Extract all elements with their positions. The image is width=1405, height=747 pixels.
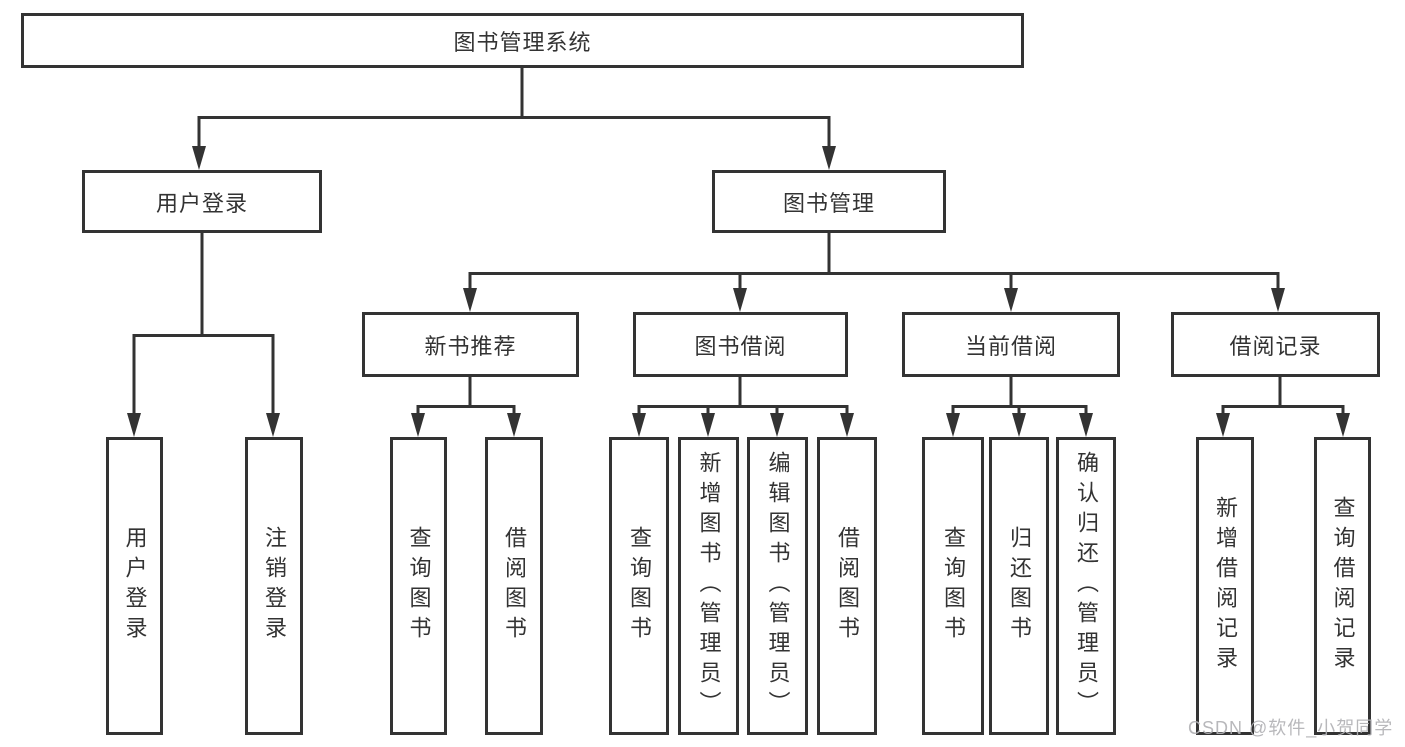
leaf-label: 借阅图书 [835,526,860,646]
connector-group-book-borrow [632,377,854,437]
leaf-label: 确认归还（管理员） [1074,451,1099,721]
leaf-return-books: 归还图书 [989,437,1049,735]
leaf-query-books-current: 查询图书 [922,437,984,735]
leaf-label: 新增图书（管理员） [696,451,722,721]
node-label: 用户登录 [155,190,248,216]
leaf-label: 查询借阅记录 [1330,496,1356,676]
node-user-login: 用户登录 [82,170,322,233]
node-label: 图书管理 [782,190,875,216]
connector-group-new-book [411,377,521,437]
node-label: 图书管理系统 [453,29,592,55]
node-current-borrow: 当前借阅 [902,312,1120,377]
leaf-logout: 注销登录 [245,437,303,735]
leaf-query-borrow-record: 查询借阅记录 [1314,437,1371,735]
leaf-edit-books-admin: 编辑图书（管理员） [747,437,808,735]
connector-user-login-children [127,233,280,437]
leaf-user-login: 用户登录 [106,437,163,735]
leaf-borrow-books-recommend: 借阅图书 [485,437,543,735]
node-new-book-recommend: 新书推荐 [362,312,579,377]
node-root-library-system: 图书管理系统 [21,13,1024,68]
leaf-label: 注销登录 [262,526,287,646]
leaf-borrow-books: 借阅图书 [817,437,877,735]
leaf-query-books-recommend: 查询图书 [390,437,447,735]
connector-root-to-level2 [192,68,836,170]
csdn-watermark: CSDN @软件_小贺同学 [1188,718,1394,738]
leaf-confirm-return-admin: 确认归还（管理员） [1056,437,1116,735]
node-borrow-records: 借阅记录 [1171,312,1380,377]
leaf-label: 查询图书 [941,526,966,646]
leaf-label: 查询图书 [627,526,652,646]
leaf-label: 查询图书 [406,526,432,646]
leaf-add-books-admin: 新增图书（管理员） [678,437,739,735]
node-label: 借阅记录 [1229,333,1322,359]
leaf-label: 用户登录 [122,526,148,646]
leaf-label: 编辑图书（管理员） [765,451,791,721]
node-label: 图书借阅 [694,333,787,359]
leaf-add-borrow-record: 新增借阅记录 [1196,437,1254,735]
leaf-query-books-borrow: 查询图书 [609,437,669,735]
connector-group-current-borrow [946,377,1093,437]
connector-book-management-groups [463,233,1285,312]
leaf-label: 借阅图书 [502,526,527,646]
leaf-label: 新增借阅记录 [1213,496,1238,676]
leaf-label: 归还图书 [1007,526,1032,646]
node-label: 当前借阅 [964,333,1057,359]
connector-group-borrow-records [1216,377,1350,437]
node-book-management: 图书管理 [712,170,946,233]
node-label: 新书推荐 [424,333,517,359]
node-book-borrow: 图书借阅 [633,312,848,377]
